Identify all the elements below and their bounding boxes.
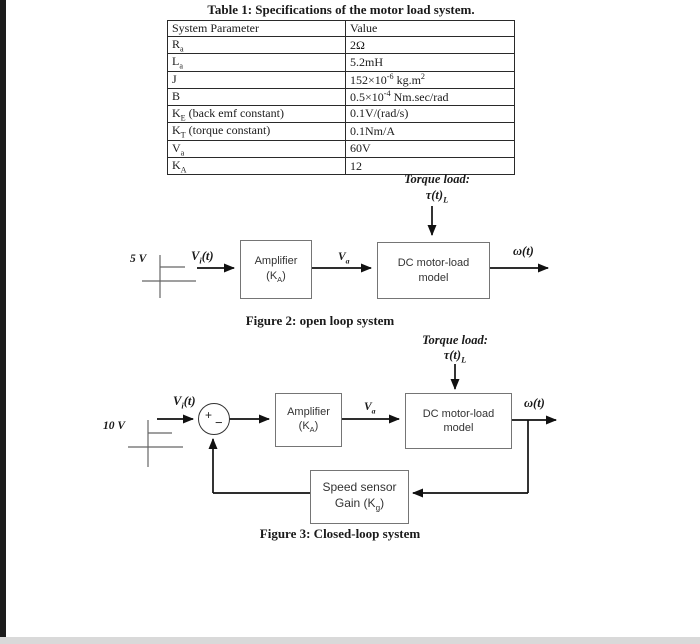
value-cell: 0.1V/(rad/s): [345, 104, 515, 124]
fig3-caption: Figure 3: Closed-loop system: [259, 526, 421, 541]
value-header: Value: [345, 20, 515, 37]
fig3-input-level-label: 10 V: [103, 420, 126, 432]
fig2-amplifier-label: Amplifier: [254, 255, 298, 268]
fig3-summing-junction: + −: [198, 403, 230, 435]
fig2-va-label: Va: [338, 251, 350, 266]
fig2-torque-load-label: Torque load:: [404, 172, 470, 186]
fig2-input-level-label: 5 V: [130, 253, 147, 265]
table-title: Table 1: Specifications of the motor loa…: [207, 2, 475, 17]
fig2-caption: Figure 2: open loop system: [245, 313, 395, 328]
sum-plus-sign: +: [205, 408, 213, 422]
fig2-motor-label-line2: model: [418, 271, 449, 284]
fig3-motor-label-line1: DC motor-load: [422, 407, 495, 420]
value-cell: 5.2mH: [345, 53, 515, 72]
value-cell: 152×10-6 kg.m2: [345, 70, 515, 89]
param-cell: Va: [167, 139, 346, 158]
fig2-amplifier-gain-label: (KA): [266, 269, 286, 284]
value-cell: 0.5×10-4 Nm.sec/rad: [345, 87, 515, 106]
fig2-omega-label: ω(t): [513, 244, 534, 258]
value-cell: 60V: [345, 139, 515, 158]
fig2-step-signal-icon: [142, 255, 196, 298]
table-row: KT (torque constant)0.1Nm/A: [167, 122, 515, 141]
fig3-torque-symbol-label: τ(t)L: [443, 348, 467, 365]
viewer-edge-bar: [0, 0, 6, 637]
param-cell: KA: [167, 156, 346, 176]
fig3-step-signal-icon: [128, 420, 183, 467]
bottom-edge-strip: [0, 637, 700, 644]
param-cell: Ra: [167, 35, 346, 55]
fig3-omega-label: ω(t): [524, 396, 545, 410]
fig3-speed-sensor-block: Speed sensor Gain (Kg): [310, 470, 409, 524]
fig3-sensor-label-line1: Speed sensor: [322, 480, 397, 495]
param-cell: KT (torque constant): [167, 122, 346, 141]
fig3-va-label: Va: [364, 401, 376, 416]
fig2-input-signal-label: Vi(t): [191, 249, 214, 266]
param-header: System Parameter: [167, 20, 346, 37]
fig2-amplifier-block: Amplifier (KA): [240, 240, 312, 299]
table-header-row: System Parameter Value: [167, 20, 515, 37]
sum-minus-sign: −: [215, 415, 223, 430]
fig3-input-signal-label: Vi(t): [173, 394, 196, 411]
fig2-motor-label-line1: DC motor-load: [397, 257, 470, 270]
fig3-amplifier-gain-label: (KA): [298, 420, 319, 435]
fig3-sensor-label-line2: Gain (Kg): [334, 495, 385, 513]
fig2-torque-symbol-label: τ(t)L: [425, 188, 449, 205]
value-cell: 0.1Nm/A: [345, 122, 515, 141]
param-cell: La: [167, 53, 346, 72]
fig3-motor-block: DC motor-load model: [405, 393, 512, 449]
value-cell: 12: [345, 156, 515, 176]
param-cell: J: [167, 70, 346, 89]
fig3-amplifier-block: Amplifier (KA): [275, 393, 342, 447]
fig3-amplifier-label: Amplifier: [287, 405, 330, 418]
value-cell: 2Ω: [345, 35, 515, 55]
param-cell: KE (back emf constant): [167, 104, 346, 124]
param-cell: B: [167, 87, 346, 106]
fig2-motor-block: DC motor-load model: [377, 242, 490, 299]
fig3-torque-load-label: Torque load:: [422, 333, 488, 347]
fig3-motor-label-line2: model: [443, 422, 474, 434]
table-row: KE (back emf constant)0.1V/(rad/s): [167, 104, 515, 124]
